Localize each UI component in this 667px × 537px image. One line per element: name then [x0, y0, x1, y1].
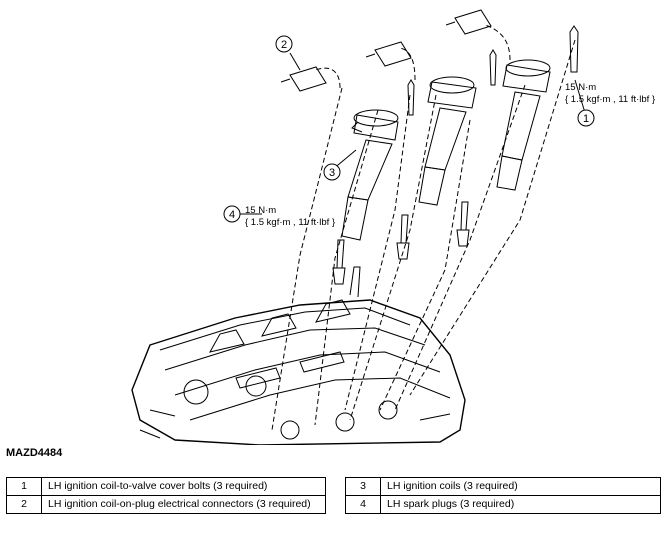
coil-bolts: [407, 25, 579, 116]
callout-3-label: 3: [329, 167, 335, 179]
torque-label-lower: 15 N·m { 1.5 kgf·m , 11 ft·lbf }: [245, 205, 335, 229]
legend-text: LH spark plugs (3 required): [380, 495, 661, 515]
legend-num: 4: [345, 495, 381, 515]
legend-row: 4 LH spark plugs (3 required): [345, 495, 661, 515]
callout-4: 4: [223, 205, 241, 223]
electrical-connectors: [280, 9, 492, 92]
legend-text: LH ignition coil-to-valve cover bolts (3…: [41, 476, 326, 497]
legend-num: 3: [345, 476, 381, 497]
legend-row: 3 LH ignition coils (3 required): [345, 476, 661, 497]
torque-lower-conversion: { 1.5 kgf·m , 11 ft·lbf }: [245, 216, 336, 228]
callout-3: 3: [323, 163, 341, 181]
engine-block: [131, 266, 466, 445]
callout-2: 2: [275, 35, 293, 53]
legend-num: 2: [6, 495, 42, 515]
ignition-coil-middle: [418, 76, 477, 206]
ignition-coil-left: [341, 109, 399, 241]
legend-row: 2 LH ignition coil-on-plug electrical co…: [6, 495, 326, 515]
legend-row: 1 LH ignition coil-to-valve cover bolts …: [6, 476, 326, 497]
callout-2-label: 2: [281, 39, 287, 51]
figure-id: MAZD4484: [6, 447, 63, 459]
torque-upper-value: 15 N·m: [565, 82, 597, 93]
callout-1-label: 1: [583, 113, 589, 125]
alignment-lines: [271, 24, 576, 431]
legend-text: LH ignition coils (3 required): [380, 476, 661, 497]
callout-4-label: 4: [229, 209, 235, 221]
leader-lines: [238, 52, 587, 215]
torque-lower-value: 15 N·m: [245, 205, 277, 216]
legend-table-right: 3 LH ignition coils (3 required) 4 LH sp…: [345, 476, 661, 515]
callout-1: 1: [577, 109, 595, 127]
ignition-coil-right: [496, 59, 551, 191]
legend-num: 1: [6, 476, 42, 497]
torque-upper-conversion: { 1.5 kgf·m , 11 ft·lbf }: [565, 93, 656, 105]
legend-table-left: 1 LH ignition coil-to-valve cover bolts …: [6, 476, 326, 515]
exploded-diagram: 1 2 3 4: [131, 9, 595, 445]
torque-label-upper: 15 N·m { 1.5 kgf·m , 11 ft·lbf }: [565, 82, 655, 106]
legend-text: LH ignition coil-on-plug electrical conn…: [41, 495, 326, 515]
spark-plugs: [332, 201, 470, 285]
